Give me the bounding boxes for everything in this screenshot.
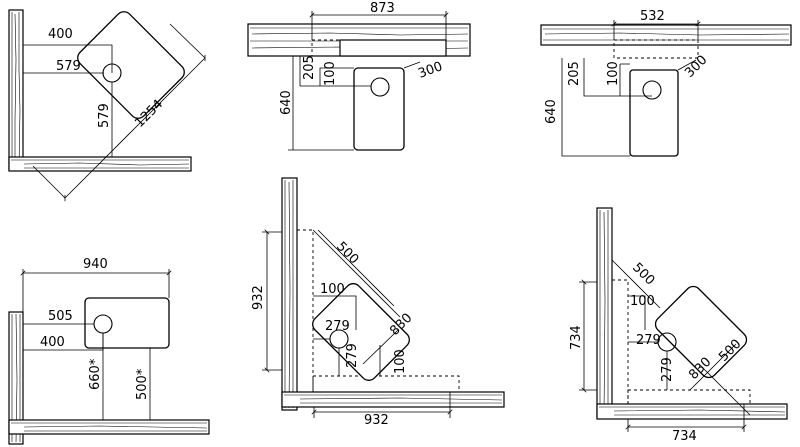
dimension-lines	[22, 23, 206, 202]
dimension-lines	[262, 229, 453, 418]
corner-bottom-middle-diagram: 500 100 279 830 279 100 932 932	[251, 177, 505, 428]
dim-label: 279	[660, 357, 675, 382]
dim-label: 100	[393, 349, 408, 374]
sink-unit	[629, 69, 679, 157]
mounting-bracket	[296, 229, 314, 405]
mounting-bracket	[627, 389, 751, 405]
dim-label: 500	[333, 239, 361, 267]
mounting-bracket	[312, 375, 460, 393]
horizontal-wall	[596, 403, 788, 420]
dim-label: 505	[48, 309, 73, 324]
vertical-wall	[281, 177, 298, 411]
mounting-bracket	[613, 39, 699, 59]
corner-top-left-diagram: 400 579 579 1254	[8, 9, 206, 202]
dim-label: 300	[416, 59, 444, 82]
dim-label: 932	[364, 413, 389, 428]
dim-label: 500*	[135, 368, 150, 400]
dim-label: 205	[567, 61, 582, 86]
dim-label: 100	[606, 61, 621, 86]
dim-label: 734	[672, 429, 697, 444]
dim-label: 873	[370, 1, 395, 16]
dim-label: 279	[636, 333, 661, 348]
dim-label: 940	[83, 257, 108, 272]
dim-label: 932	[251, 285, 266, 310]
wall-top-right-diagram: 532 205 100 300 640	[540, 9, 792, 157]
dim-label: 279	[345, 343, 360, 368]
dim-label: 734	[569, 325, 584, 350]
dim-label: 400	[40, 335, 65, 350]
sink-unit	[84, 297, 170, 349]
dimension-lines	[579, 259, 751, 432]
dim-label: 532	[640, 9, 665, 24]
dim-label: 100	[630, 294, 655, 309]
wall-top-middle-diagram: 873 205 100 300 640	[247, 1, 471, 151]
vertical-wall	[596, 207, 613, 419]
dim-label: 300	[682, 53, 710, 81]
mounting-bracket	[611, 279, 629, 411]
horizontal-wall	[8, 419, 210, 435]
sink-unit	[77, 11, 185, 119]
dim-label: 579	[56, 59, 81, 74]
dimension-lines	[561, 20, 701, 157]
mounting-bracket-inner	[339, 39, 447, 57]
dim-label: 500	[629, 260, 657, 288]
dim-label: 640	[279, 90, 294, 115]
dim-label: 100	[320, 282, 345, 297]
dim-label: 279	[325, 319, 350, 334]
dim-label: 660*	[88, 358, 103, 390]
corner-bottom-left-diagram: 940 505 400 660* 500*	[8, 257, 210, 445]
vertical-wall	[8, 9, 24, 171]
sink-unit	[353, 67, 405, 151]
horizontal-wall	[281, 391, 505, 408]
corner-bottom-right-diagram: 500 100 279 830 279 500 734 734	[569, 207, 788, 444]
dimension-lines	[20, 269, 172, 420]
dim-label: 205	[302, 55, 317, 80]
dim-label: 640	[544, 99, 559, 124]
wall-slab	[540, 24, 792, 46]
dim-label: 579	[97, 103, 112, 128]
dim-label: 100	[323, 61, 338, 86]
dim-label: 400	[48, 27, 73, 42]
dimension-lines	[288, 11, 449, 151]
